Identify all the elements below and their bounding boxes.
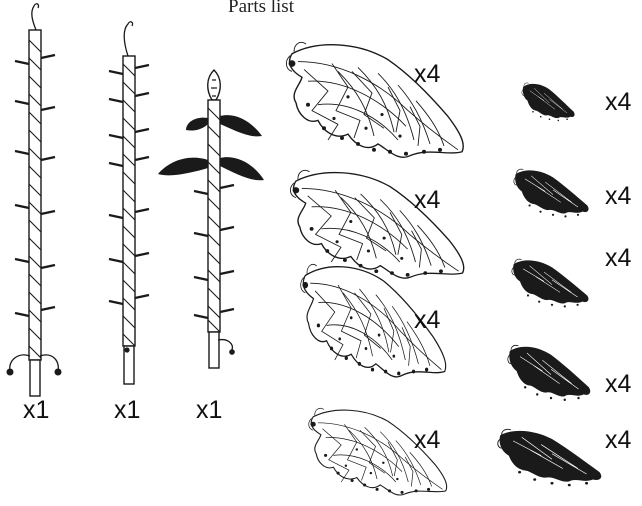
small-branch-3-quantity: x4 (605, 244, 631, 272)
small-branch-1-quantity: x4 (605, 88, 631, 116)
pole-top-illustration (158, 70, 264, 368)
small-branch-3-illustration (512, 259, 589, 307)
large-branch-4-quantity: x4 (414, 426, 440, 454)
small-branch-5-quantity: x4 (605, 426, 631, 454)
pole-base-illustration (7, 4, 62, 396)
small-branch-4-illustration (508, 345, 590, 401)
pole-base-quantity: x1 (23, 396, 49, 424)
large-branch-3-quantity: x4 (414, 306, 440, 334)
large-branch-1-quantity: x4 (414, 60, 440, 88)
small-branch-5-illustration (498, 429, 601, 486)
small-branch-2-illustration (514, 169, 589, 217)
small-branch-1-illustration (522, 83, 575, 121)
pole-middle-quantity: x1 (114, 396, 140, 424)
pole-middle-illustration (109, 22, 149, 384)
large-branch-2-quantity: x4 (414, 186, 440, 214)
small-branch-4-quantity: x4 (605, 370, 631, 398)
pole-top-quantity: x1 (196, 396, 222, 424)
small-branch-2-quantity: x4 (605, 182, 631, 210)
